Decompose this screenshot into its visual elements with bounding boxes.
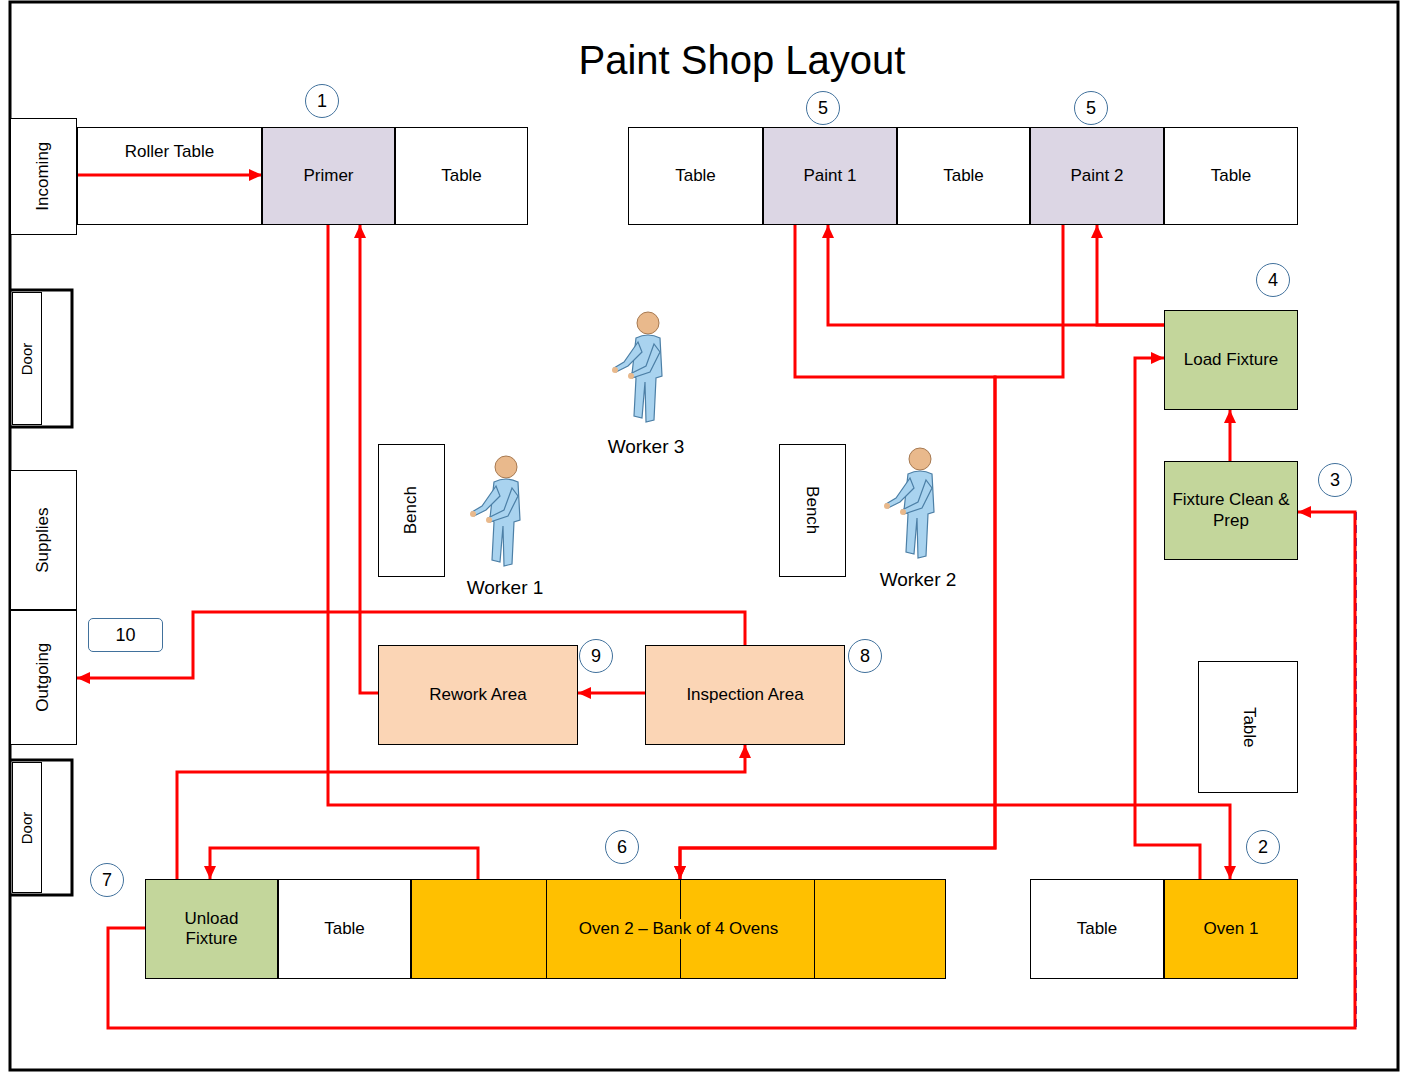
- node-text: Table: [943, 166, 984, 186]
- callout-number: 9: [579, 639, 613, 673]
- node-text: Inspection Area: [686, 685, 803, 705]
- callout-number: 7: [90, 863, 124, 897]
- rework-area: Rework Area: [378, 645, 578, 745]
- table-box: Table: [628, 127, 763, 225]
- node-text: Paint 2: [1071, 166, 1124, 186]
- node-text: Table: [1211, 166, 1252, 186]
- flow-arrow: [680, 225, 1063, 879]
- node-text: Load Fixture: [1184, 350, 1279, 370]
- node-text: Rework Area: [429, 685, 526, 705]
- node-text: Table: [441, 166, 482, 186]
- callout-number: 3: [1318, 463, 1352, 497]
- flow-arrow: [177, 745, 745, 879]
- worker-figure: [612, 312, 662, 422]
- flow-arrow: [1097, 225, 1164, 325]
- node-text: Incoming: [33, 142, 53, 211]
- spray-booth: Paint 1: [763, 127, 897, 225]
- table-box: Table: [897, 127, 1030, 225]
- worker-label: Worker 2: [858, 567, 978, 593]
- node-text: Oven 1: [1204, 919, 1259, 939]
- worker-label: Worker 3: [586, 434, 706, 460]
- callout-number: 1: [305, 84, 339, 118]
- callout-number: 10: [88, 618, 163, 652]
- table-box: Table: [395, 127, 528, 225]
- node-text: Unload Fixture: [162, 909, 262, 950]
- node-text: Oven 2 – Bank of 4 Ovens: [575, 919, 782, 939]
- flow-arrow: [680, 225, 995, 879]
- worker-label: Worker 1: [445, 575, 565, 601]
- door-bracket: [10, 760, 72, 895]
- callout-number: 5: [806, 91, 840, 125]
- node-text: Table: [1077, 919, 1118, 939]
- table-box: Table: [1164, 127, 1298, 225]
- oven-divider: [814, 880, 815, 978]
- node-text: Roller Table: [125, 142, 214, 162]
- callout-number: 5: [1074, 91, 1108, 125]
- flow-arrow: [360, 225, 378, 693]
- node-text: Door: [18, 342, 36, 375]
- inspection-area: Inspection Area: [645, 645, 845, 745]
- door-bracket: [10, 290, 72, 427]
- fixture-station: Unload Fixture: [145, 879, 278, 979]
- flow-arrow: [108, 512, 1355, 1028]
- flow-arrow: [1229, 410, 1232, 461]
- node-text: Table: [1238, 707, 1258, 748]
- area-box: Outgoing: [10, 610, 77, 745]
- flow-arrow: [1135, 358, 1200, 879]
- node-text: Table: [324, 919, 365, 939]
- node-text: Outgoing: [33, 643, 53, 712]
- flow-arrow: [210, 848, 478, 879]
- frame: [10, 2, 1398, 1070]
- roller-table: Roller Table: [77, 127, 262, 225]
- bench-box: Bench: [779, 444, 846, 577]
- door-box: Door: [12, 292, 42, 425]
- bench-box: Bench: [378, 444, 445, 577]
- flow-arrow: [77, 174, 262, 177]
- table-box: Table: [1030, 879, 1164, 979]
- node-text: Bench: [401, 486, 421, 534]
- spray-booth: Primer: [262, 127, 395, 225]
- area-box: Incoming: [10, 118, 77, 235]
- oven-divider: [546, 880, 547, 978]
- node-text: Supplies: [33, 507, 53, 572]
- flow-arrow: [578, 692, 645, 695]
- node-text: Paint 1: [804, 166, 857, 186]
- oven-bank: Oven 2 – Bank of 4 Ovens: [411, 879, 946, 979]
- table-box: Table: [278, 879, 411, 979]
- door-box: Door: [12, 762, 42, 893]
- oven-box: Oven 1: [1164, 879, 1298, 979]
- flow-arrow: [828, 225, 1164, 325]
- callout-number: 2: [1246, 830, 1280, 864]
- area-box: Supplies: [10, 470, 77, 610]
- fixture-station: Load Fixture: [1164, 310, 1298, 410]
- node-text: Bench: [802, 486, 822, 534]
- flow-arrow: [328, 225, 1230, 879]
- spray-booth: Paint 2: [1030, 127, 1164, 225]
- diagram-title: Paint Shop Layout: [442, 38, 1042, 83]
- node-text: Fixture Clean & Prep: [1171, 490, 1291, 531]
- node-text: Primer: [303, 166, 353, 186]
- worker-figure: [470, 456, 520, 566]
- table-box: Table: [1198, 661, 1298, 793]
- callout-number: 4: [1256, 263, 1290, 297]
- callout-number: 6: [605, 830, 639, 864]
- fixture-station: Fixture Clean & Prep: [1164, 461, 1298, 560]
- node-text: Door: [18, 811, 36, 844]
- node-text: Table: [675, 166, 716, 186]
- callout-number: 8: [848, 639, 882, 673]
- worker-figure: [884, 448, 934, 558]
